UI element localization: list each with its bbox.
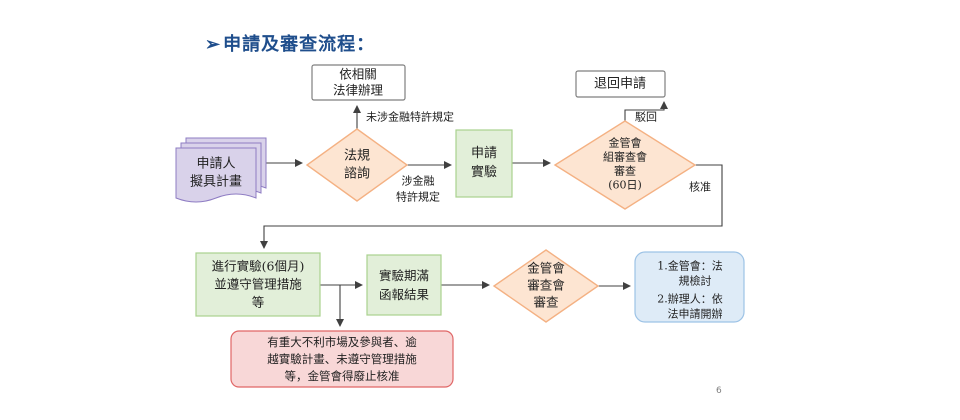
other-law-label-line-2: 法律辦理 [333,83,384,98]
final-review-label-line-2: 審查會 [527,278,565,293]
report-label-line-1: 實驗期滿 [379,268,429,283]
review-label-line-2: 組審查會 [603,150,647,164]
report-box [366,254,442,316]
flow-shapes [175,64,745,388]
review-label-line-1: 金管會 [609,136,642,150]
applicant-label-line-1: 申請人 [196,157,235,172]
return-box [575,70,666,98]
outcome-box [634,251,745,323]
outcome-label-line-3: 2.辦理人：依 [657,292,723,306]
applicant-doc [175,147,257,203]
edge-review-return [624,101,668,121]
review-label-line-3: 審查 [614,164,636,178]
report-label-line-2: 函報結果 [379,287,430,302]
review-diamond [553,120,697,210]
revoke-label-line-2: 越實驗計畫、未遵守管理措施 [267,352,417,366]
revoke-label-line-3: 等，金管會得廢止核准 [285,369,400,383]
revoke-box [230,330,454,388]
page-number: 6 [716,386,722,396]
conduct-label-line-2: 並遵守管理措施 [214,277,302,292]
edge-review-conduct [260,164,723,249]
title-arrow-icon: ➢ [205,34,222,55]
review-label-line-4: (60日) [608,179,642,192]
apply-label-line-1: 申請 [471,146,497,161]
consult-label-line-2: 諮詢 [344,166,370,182]
conduct-label-line-3: 等 [252,295,265,310]
slide-title: ➢申請及審查流程： [205,30,375,56]
edge-label-franchise-line-1: 涉金融 [402,174,435,188]
edge-label-reject: 駁回 [635,111,657,124]
other-law-label-line-1: 依相關 [339,67,377,82]
apply-label-line-2: 實驗 [471,164,497,180]
apply-box [455,129,513,198]
conduct-box [195,252,321,317]
final-review-label-line-1: 金管會 [527,261,565,276]
consult-diamond [305,128,409,202]
outcome-label-line-2: 規檢討 [679,274,712,288]
outcome-label-line-1: 1.金管會：法 [657,259,723,273]
final-review-label-line-3: 審查 [533,295,559,310]
return-label-line-1: 退回申請 [594,77,646,92]
edge-label-not-franchise: 未涉金融特許規定 [366,110,454,124]
other-law-box [311,64,406,101]
consult-label-line-1: 法規 [344,149,370,164]
flow-connectors [256,101,723,327]
edge-label-franchise-line-2: 特許規定 [396,190,440,204]
edge-label-approve: 核准 [689,180,711,194]
final-review-diamond [492,249,600,323]
flow-labels: 申請人擬具計畫依相關法律辦理法規諮詢申請實驗退回申請金管會組審查會審查(60日)… [190,67,723,384]
outcome-label-line-4: 法申請開辦 [668,307,723,321]
conduct-label-line-1: 進行實驗(6個月) [212,259,305,274]
title-text: 申請及審查流程： [223,34,376,55]
applicant-label-line-2: 擬具計畫 [190,174,242,190]
revoke-label-line-1: 有重大不利市場及參與者、逾 [267,335,417,349]
